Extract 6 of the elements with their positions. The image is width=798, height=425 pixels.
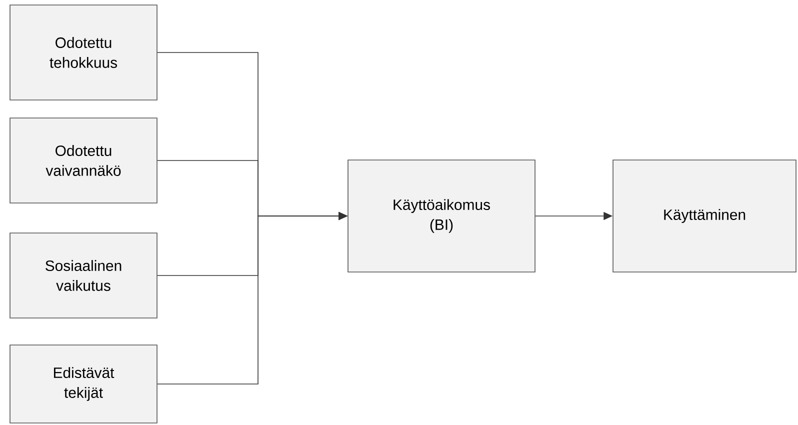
process-box: Sosiaalinen vaikutus [10, 232, 158, 318]
process-box: Käyttöaikomus (BI) [348, 160, 536, 272]
process-box: Odotettu tehokkuus [10, 4, 158, 100]
process-box: Käyttäminen [612, 160, 796, 272]
process-box: Edistävät tekijät [10, 344, 158, 424]
process-box: Odotettu vaivannäkö [10, 118, 158, 204]
